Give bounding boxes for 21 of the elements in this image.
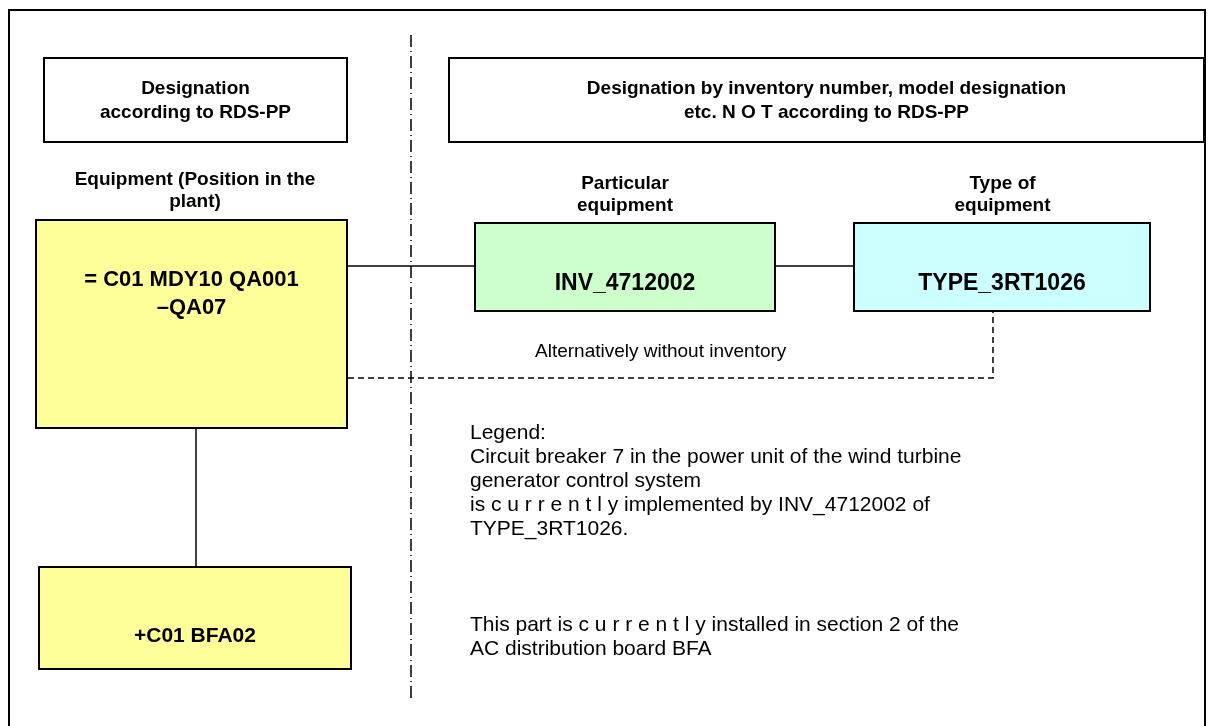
location-box (38, 566, 352, 670)
connector-line (195, 428, 197, 567)
node-label: TYPE_3RT1026 (918, 268, 1086, 297)
caption-text: Equipment (Position in the plant) (73, 168, 317, 212)
heading-box (43, 57, 348, 143)
node-label: Designation by inventory number, model designation etc. N O T according to RDS-PP (586, 76, 1067, 124)
type-box (853, 222, 1151, 312)
connector-line (775, 265, 854, 267)
note-text: Legend: (470, 420, 547, 444)
caption-text: Particular equipment (575, 172, 675, 216)
equipment-box (35, 219, 348, 429)
caption-text: Type of equipment (953, 172, 1052, 216)
heading-box (448, 57, 1205, 143)
node-label: Designation according to RDS-PP (98, 76, 293, 124)
note-text: This part is c u r r e n t l y installed in section 2 of the AC distribution board BFA (470, 612, 961, 660)
node-label: INV_4712002 (554, 268, 696, 297)
node-label: +C01 BFA02 (134, 622, 256, 648)
equipment-box (474, 222, 776, 312)
node-label: = C01 MDY10 QA001 –QA07 (83, 265, 300, 321)
connector-line (347, 265, 475, 267)
note-text: is c u r r e n t l y implemented by INV_4712002 of TYPE_3RT1026. (470, 492, 931, 540)
